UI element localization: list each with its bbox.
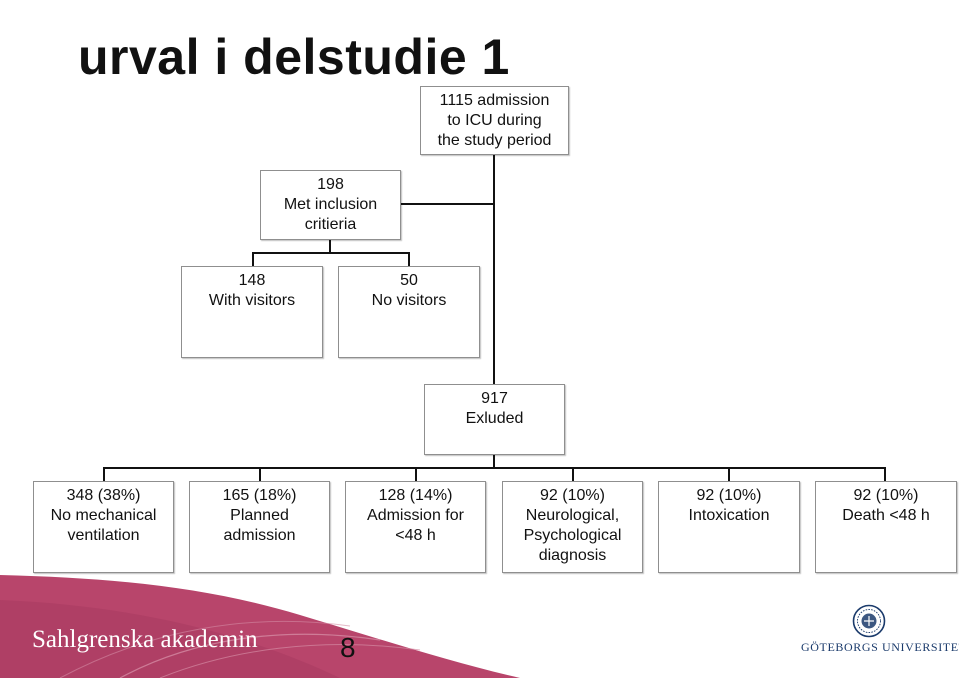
goteborgs-universitet-brand: GÖTEBORGS UNIVERSITET — [801, 640, 959, 654]
reason-5-line-2: Intoxication — [688, 507, 770, 524]
admission-line-3: the study period — [437, 132, 552, 149]
reason-stub-4 — [572, 467, 574, 482]
inclusion-branch-line — [400, 203, 495, 205]
inclusion-line-2: Met inclusion — [283, 196, 378, 213]
reason-box-neuro-psych: 92 (10%) Neurological, Psychological dia… — [502, 481, 643, 573]
reason-stub-6 — [884, 467, 886, 482]
admission-box: 1115 admission to ICU during the study p… — [420, 86, 569, 155]
reason-4-line-3: Psychological — [523, 527, 622, 544]
inclusion-line-3: critieria — [304, 216, 357, 233]
reason-3-line-1: 128 (14%) — [378, 487, 453, 504]
with-visitors-stub — [252, 252, 254, 267]
page-number: 8 — [340, 632, 356, 663]
reason-stub-2 — [259, 467, 261, 482]
reason-4-line-4: diagnosis — [538, 547, 607, 564]
no-visitors-line-1: 50 — [400, 272, 418, 289]
page-title: urval i delstudie 1 — [78, 28, 510, 85]
reason-1-line-1: 348 (38%) — [66, 487, 141, 504]
reason-1-line-2: No mechanical — [50, 507, 157, 524]
excluded-box: 917 Exluded — [424, 384, 565, 455]
reason-box-no-ventilation: 348 (38%) No mechanical ventilation — [33, 481, 174, 573]
reasons-bar-line — [103, 467, 886, 469]
reason-box-death: 92 (10%) Death <48 h — [815, 481, 957, 573]
reason-box-short-admission: 128 (14%) Admission for <48 h — [345, 481, 486, 573]
reason-5-line-1: 92 (10%) — [696, 487, 762, 504]
reason-3-line-3: <48 h — [395, 527, 436, 544]
sahlgrenska-brand: Sahlgrenska akademin — [32, 626, 258, 653]
reason-2-line-1: 165 (18%) — [222, 487, 297, 504]
university-seal-icon — [852, 604, 886, 638]
reason-6-line-2: Death <48 h — [842, 507, 930, 524]
no-visitors-line-2: No visitors — [371, 292, 447, 309]
no-visitors-stub — [408, 252, 410, 267]
no-visitors-box: 50 No visitors — [338, 266, 480, 358]
inclusion-box: 198 Met inclusion critieria — [260, 170, 401, 240]
inclusion-down-line — [329, 239, 331, 253]
reason-4-line-2: Neurological, — [525, 507, 620, 524]
admission-line-1: 1115 admission — [439, 92, 550, 109]
trunk-line — [493, 154, 495, 468]
reason-1-line-3: ventilation — [67, 527, 140, 544]
visitors-bar-line — [252, 252, 409, 254]
reason-stub-5 — [728, 467, 730, 482]
with-visitors-box: 148 With visitors — [181, 266, 323, 358]
excluded-line-1: 917 — [481, 390, 508, 407]
reason-stub-1 — [103, 467, 105, 482]
reason-3-line-2: Admission for — [367, 507, 464, 524]
reason-stub-3 — [415, 467, 417, 482]
reason-6-line-1: 92 (10%) — [853, 487, 919, 504]
admission-line-2: to ICU during — [447, 112, 542, 129]
reason-4-line-1: 92 (10%) — [540, 487, 605, 504]
reason-2-line-3: admission — [223, 527, 296, 544]
excluded-line-2: Exluded — [465, 410, 524, 427]
reason-2-line-2: Planned — [230, 507, 289, 524]
inclusion-line-1: 198 — [317, 176, 344, 193]
with-visitors-line-1: 148 — [238, 272, 266, 289]
reason-box-planned-admission: 165 (18%) Planned admission — [189, 481, 330, 573]
with-visitors-line-2: With visitors — [208, 292, 296, 309]
reason-box-intoxication: 92 (10%) Intoxication — [658, 481, 800, 573]
